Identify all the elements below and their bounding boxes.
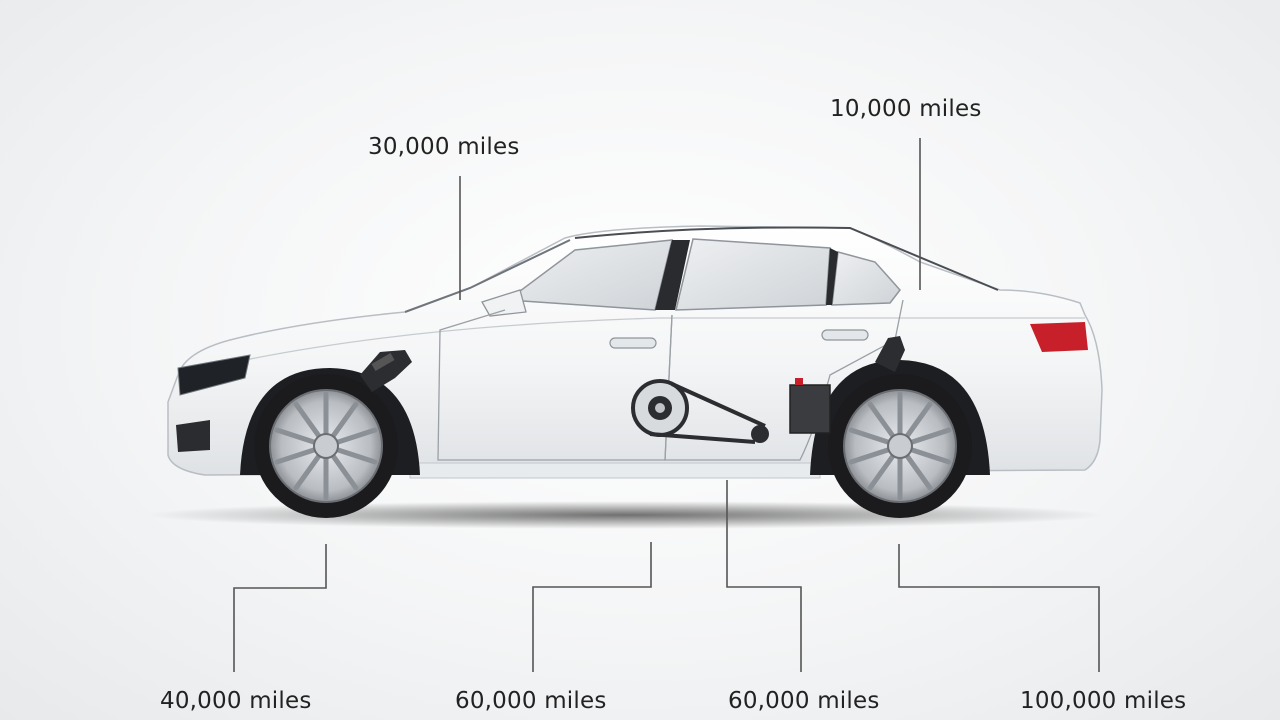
front-suspension-component (360, 350, 412, 392)
front-wheel (254, 374, 398, 518)
label-40000-miles: 40,000 miles (160, 688, 312, 714)
leader-line-60k-a (532, 542, 652, 672)
c-pillar-trim (826, 248, 838, 305)
rear-window (675, 238, 831, 311)
leader-line-40k (233, 544, 327, 672)
rear-suspension-component (875, 336, 905, 372)
tail-light (1030, 322, 1088, 352)
roof-line (574, 226, 999, 291)
label-60000-miles-b: 60,000 miles (728, 688, 880, 714)
leader-line-100k (898, 544, 1100, 672)
leader-line-60k-b (726, 480, 802, 672)
leader-lines (233, 138, 1100, 672)
front-door-handle (609, 337, 657, 349)
front-grille (176, 420, 210, 452)
label-60000-miles-a: 60,000 miles (455, 688, 607, 714)
rear-door-handle (821, 329, 869, 341)
battery-component (789, 378, 831, 434)
shoulder-line (244, 317, 1085, 361)
drive-belt-component (631, 379, 769, 444)
rocker-panel (409, 462, 821, 479)
headlight (177, 354, 251, 396)
side-mirror (481, 289, 527, 317)
label-10000-miles: 10,000 miles (830, 96, 982, 122)
label-30000-miles: 30,000 miles (368, 134, 520, 160)
rear-wheel (828, 374, 972, 518)
windshield-edge (404, 239, 571, 313)
label-100000-miles: 100,000 miles (1020, 688, 1187, 714)
b-pillar (655, 240, 690, 310)
